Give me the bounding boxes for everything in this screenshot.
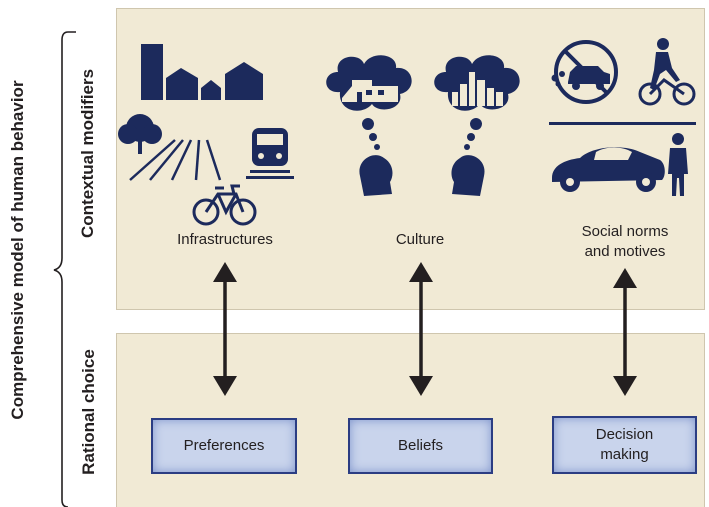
no-car-icon — [551, 40, 618, 104]
beliefs-box: Beliefs — [348, 418, 493, 474]
train-icon — [246, 128, 294, 179]
bicycle-icon — [192, 184, 257, 226]
arrow-social-norms — [613, 268, 637, 396]
brace — [53, 31, 76, 507]
divider-line — [549, 122, 696, 125]
head-icon — [359, 155, 485, 196]
cyclist-icon — [638, 38, 696, 106]
road-icon — [129, 139, 222, 181]
tree-icon — [118, 114, 162, 154]
arrows — [213, 262, 637, 396]
label-culture: Culture — [395, 231, 445, 248]
arrow-infrastructures — [213, 262, 237, 396]
label-social-norms: Social norms and motives — [581, 223, 669, 260]
decision-making-box: Decision making — [552, 416, 697, 474]
preferences-box: Preferences — [151, 418, 297, 474]
label-infrastructures: Infrastructures — [177, 231, 273, 248]
thought-bubble-city-icon — [434, 55, 520, 150]
buildings-icon — [141, 44, 263, 100]
person-icon — [668, 133, 688, 196]
arrow-culture — [409, 262, 433, 396]
thought-bubble-house-icon — [326, 55, 412, 150]
car-icon — [552, 147, 665, 192]
